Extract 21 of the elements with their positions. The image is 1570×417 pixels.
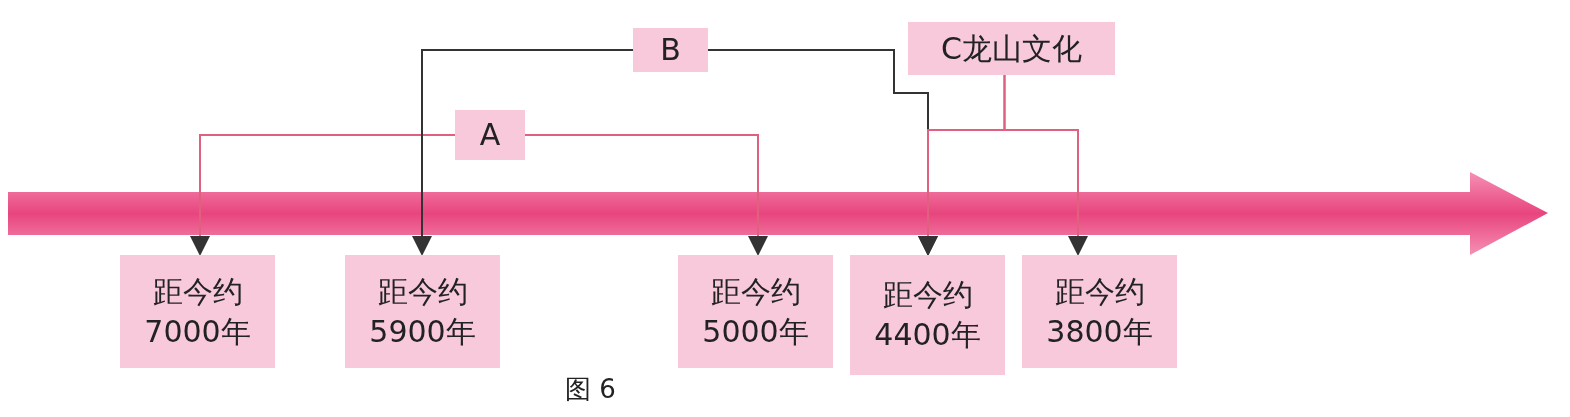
period-label: C龙山文化 [941,29,1082,68]
date-text: 距今约 7000年 [143,272,252,351]
label-box [633,28,708,72]
label-box [455,110,525,160]
label-box [908,22,1115,75]
figure-caption: 图 6 [565,373,616,406]
date-box [1022,255,1177,368]
date-box [120,255,275,368]
bracket-arrow [190,134,456,256]
period-label: A [479,116,501,154]
date-text: 距今约 5900年 [368,272,477,351]
bracket-arrow [524,134,768,256]
bracket-arrow [412,49,634,256]
date-box [345,255,500,368]
date-box [850,255,1005,375]
period-label: B [660,31,681,69]
bracket-arrow [1003,74,1088,256]
date-text: 距今约 3800年 [1045,272,1154,351]
date-text: 距今约 4400年 [873,276,982,354]
date-text: 距今约 5000年 [701,272,810,351]
date-box [678,255,833,368]
